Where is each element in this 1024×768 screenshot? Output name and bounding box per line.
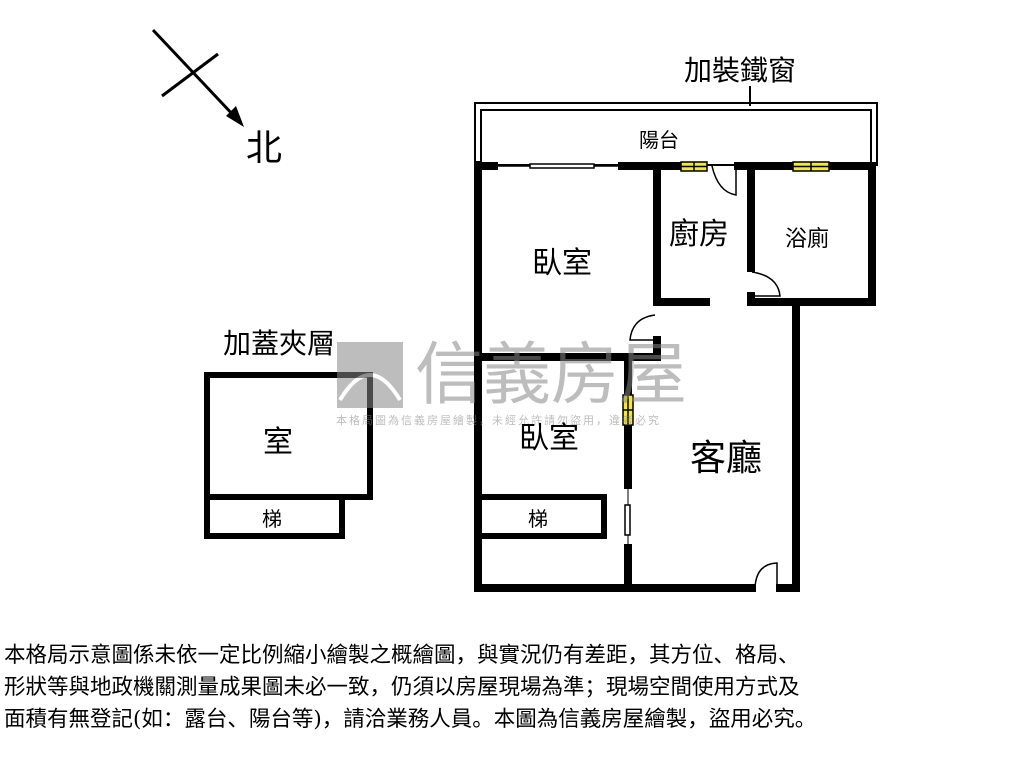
room-bathroom: 浴廁 — [785, 227, 829, 252]
room-balcony: 陽台 — [639, 128, 679, 152]
disclaimer-line: 本格局示意圖係未依一定比例縮小繪製之概繪圖，與實況仍有差距，其方位、格局、 — [4, 643, 800, 668]
disclaimer-line: 面積有無登記(如：露台、陽台等)，請洽業務人員。本圖為信義房屋繪製，盜用必究。 — [4, 707, 817, 732]
sliding-door — [494, 163, 631, 548]
north-label: 北 — [246, 128, 282, 169]
room-stairs-1: 梯 — [528, 507, 548, 531]
room-bedroom-2: 臥室 — [519, 421, 579, 456]
stairs-box — [475, 494, 607, 539]
windows — [622, 161, 830, 426]
disclaimer: 本格局示意圖係未依一定比例縮小繪製之概繪圖，與實況仍有差距，其方位、格局、 形狀… — [4, 640, 1024, 736]
disclaimer-line: 形狀等與地政機關測量成果圖未必一致，仍須以房屋現場為準；現場空間使用方式及 — [4, 675, 800, 700]
room-bedroom-1: 臥室 — [532, 246, 592, 281]
room-stairs-2: 梯 — [262, 507, 282, 531]
north-arrow-icon — [151, 28, 244, 127]
room-living: 客廳 — [690, 438, 762, 479]
iron-window-label: 加裝鐵窗 — [684, 54, 796, 87]
mezzanine — [204, 372, 373, 539]
mezzanine-title: 加蓋夾層 — [223, 327, 335, 360]
watermark: 信義房屋 本格局圖為信義房屋繪製，未經允許請勿盜用，違者必究 — [336, 336, 687, 427]
watermark-notice: 本格局圖為信義房屋繪製，未經允許請勿盜用，違者必究 — [336, 413, 661, 427]
room-kitchen: 廚房 — [669, 217, 729, 252]
watermark-brand: 信義房屋 — [415, 336, 687, 415]
doors — [629, 165, 781, 589]
room-mezzanine: 室 — [263, 425, 293, 460]
